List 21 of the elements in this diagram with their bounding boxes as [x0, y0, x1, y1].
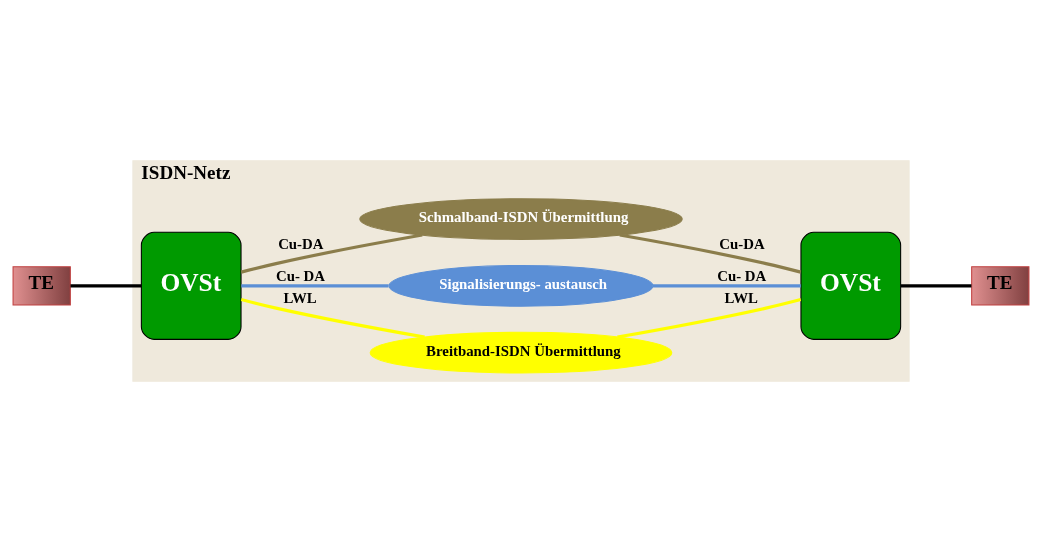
edge-label: Cu-DA — [278, 235, 324, 252]
connector — [241, 283, 389, 287]
connector — [619, 233, 802, 274]
edge-label: Cu- DA — [276, 267, 326, 284]
connector — [240, 297, 425, 339]
node-box: TE — [971, 265, 1030, 305]
node-box: TE — [12, 265, 71, 305]
node-ellipse: Signalisierungs- austausch — [388, 264, 654, 307]
edge-label: LWL — [724, 289, 758, 306]
node-box: OVSt — [800, 231, 902, 340]
node-ellipse: Schmalband-ISDN Übermittlung — [359, 197, 683, 240]
connector — [653, 283, 801, 287]
edge-label: Cu- DA — [717, 267, 767, 284]
node-box: OVSt — [140, 231, 242, 340]
connector — [900, 283, 972, 287]
edge-label: LWL — [283, 289, 317, 306]
connector — [70, 283, 142, 287]
edge-label: Cu-DA — [719, 235, 765, 252]
node-ellipse: Breitband-ISDN Übermittlung — [369, 331, 673, 373]
connector — [617, 297, 802, 339]
connector — [240, 233, 423, 274]
